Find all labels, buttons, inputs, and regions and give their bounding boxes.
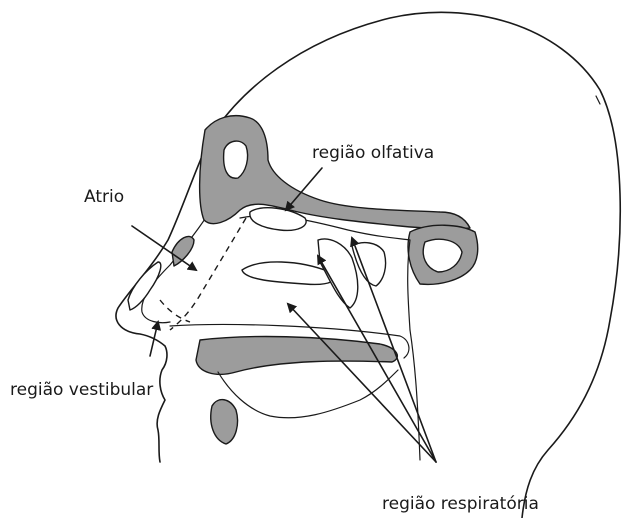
label-atrium: Atrio <box>84 187 124 207</box>
lower-jaw <box>211 400 238 444</box>
label-vestibular-region: região vestibular <box>10 380 153 400</box>
vestibular-arrow <box>150 322 158 356</box>
label-olfactory-region: região olfativa <box>312 143 434 163</box>
vestibule-boundary-lower <box>160 300 190 322</box>
respiratory-arrow-1 <box>288 304 436 462</box>
middle-concha <box>242 262 335 284</box>
tongue-region <box>218 370 398 418</box>
nasal-tip-cartilage <box>128 262 161 310</box>
skull-tick <box>596 96 600 104</box>
vestibule-boundary <box>170 218 246 330</box>
label-respiratory-region: região respiratória <box>382 494 539 514</box>
